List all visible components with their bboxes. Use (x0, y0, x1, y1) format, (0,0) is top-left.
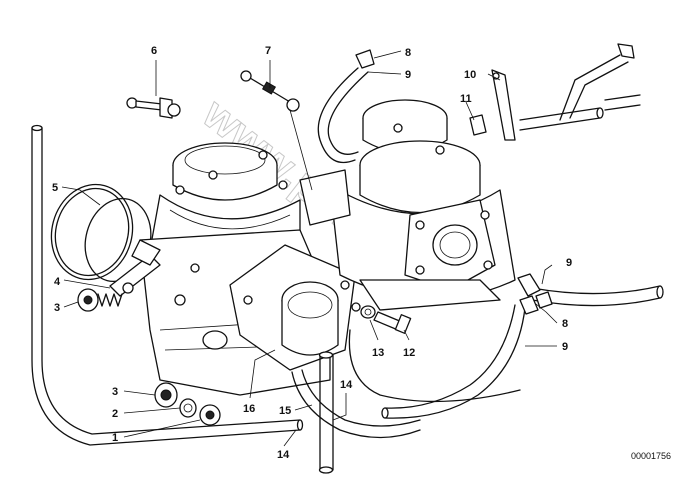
bracket-10 (491, 43, 641, 141)
bolt-6 (126, 97, 181, 119)
callout-9-right-lower: 9 (562, 341, 568, 353)
hose-15 (291, 329, 521, 439)
intake-flange-16 (229, 244, 356, 371)
callout-7: 7 (265, 45, 271, 57)
carburetor-right (299, 99, 516, 311)
callout-2: 2 (112, 408, 118, 420)
bolt-12 (373, 311, 412, 334)
hose-14-left (31, 124, 304, 446)
callout-13: 13 (372, 347, 384, 359)
washer-13 (351, 302, 376, 319)
leader-lines (61, 50, 558, 447)
callout-5: 5 (52, 182, 58, 194)
callout-16: 16 (243, 403, 255, 415)
callout-14-center: 14 (340, 379, 353, 391)
callout-14-bottom: 14 (277, 449, 290, 461)
grommet-3-lower (154, 382, 178, 408)
callout-8-right: 8 (562, 318, 568, 330)
callout-3-upper: 3 (54, 302, 60, 314)
callout-4: 4 (54, 276, 61, 288)
nut-1 (199, 404, 221, 426)
o-ring-5 (50, 183, 152, 283)
clip-8-right (517, 273, 553, 315)
clip-8-top (355, 49, 375, 69)
callout-11: 11 (460, 93, 472, 105)
callout-8-top: 8 (405, 47, 411, 59)
callout-1: 1 (112, 432, 118, 444)
callout-labels: 6 7 8 9 10 11 5 4 3 9 8 9 13 12 14 15 16… (52, 45, 572, 461)
callout-12: 12 (403, 347, 415, 359)
callout-15: 15 (279, 405, 291, 417)
linkage-rod-7 (240, 70, 313, 191)
callout-9-top: 9 (405, 69, 411, 81)
hose-9-top (317, 67, 369, 164)
callout-6: 6 (151, 45, 157, 57)
callout-9-right-upper: 9 (566, 257, 572, 269)
washer-2 (179, 398, 197, 418)
lever-4 (109, 239, 161, 297)
clamp-11 (469, 114, 487, 136)
callout-3-lower: 3 (112, 386, 118, 398)
spring-3-upper (77, 288, 123, 312)
callout-10: 10 (464, 69, 476, 81)
drawing-code: 00001756 (631, 451, 671, 461)
